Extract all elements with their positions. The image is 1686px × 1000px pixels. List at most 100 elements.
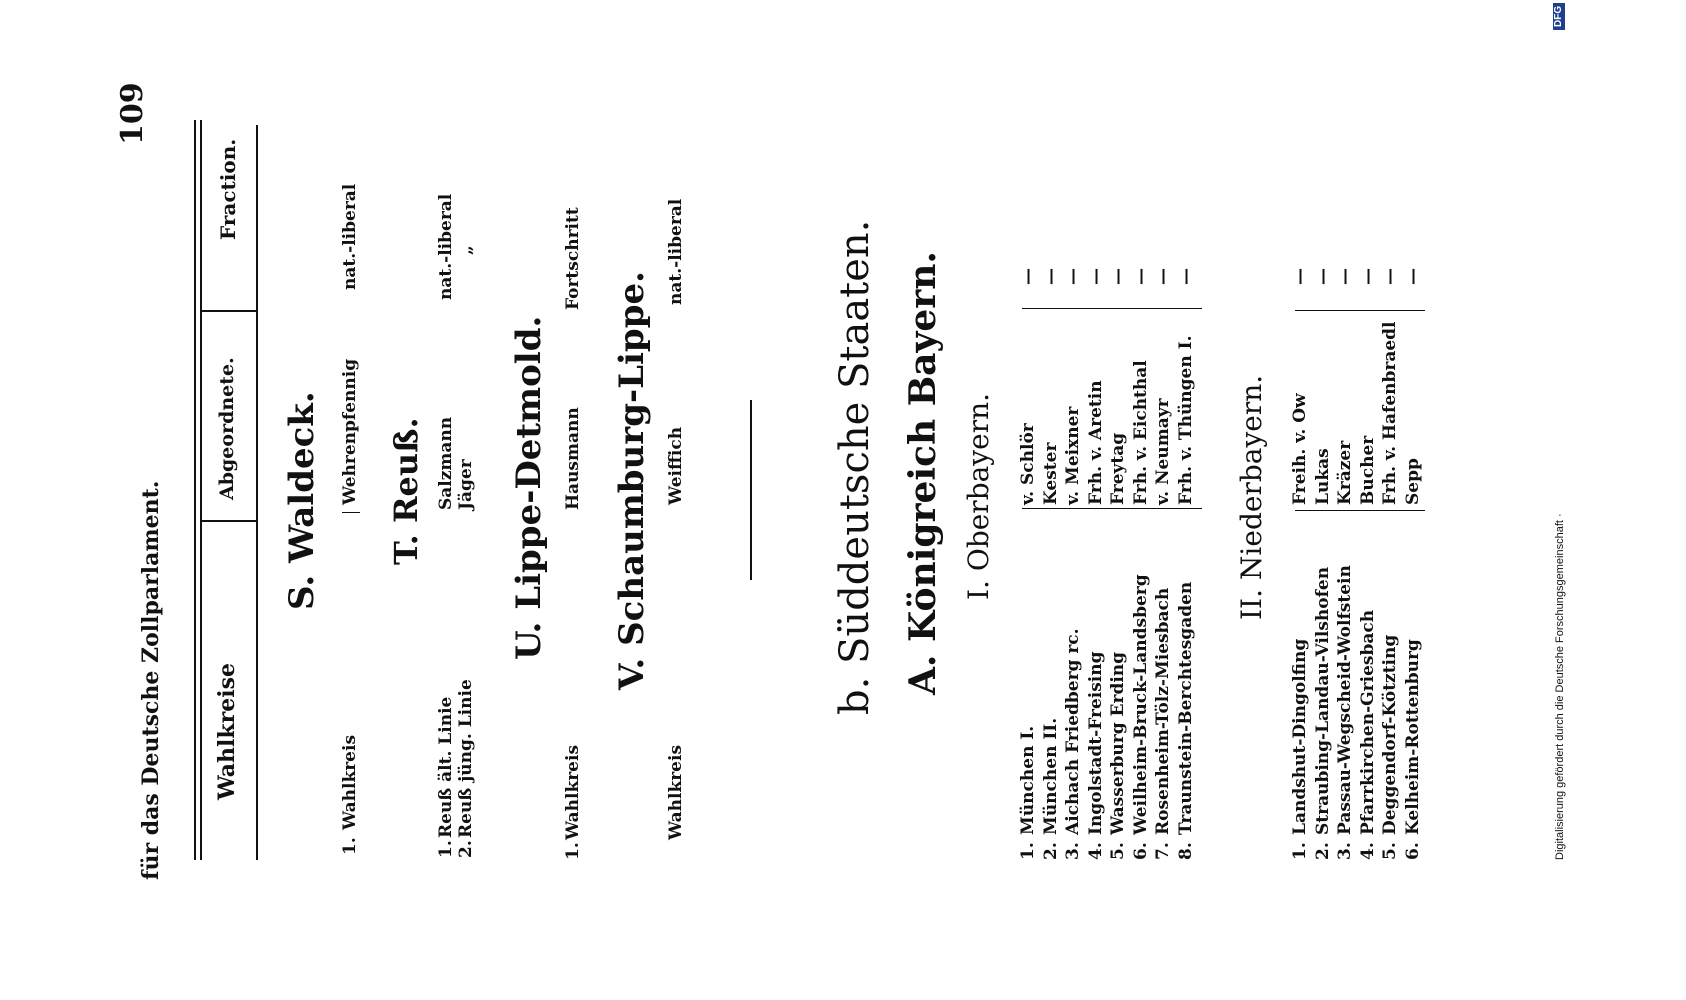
oberbayern-abg-rule — [1022, 508, 1202, 509]
col-header-fraction: Fraction. — [216, 138, 240, 240]
nb-abg-3: Kräzer — [1335, 440, 1355, 505]
nb-abg-4: Bucher — [1357, 435, 1378, 505]
table-rule-left-double-a — [194, 120, 196, 860]
waldeck-abg-divider — [342, 512, 360, 513]
waldeck-row-frac: nat.-liberal — [340, 183, 360, 290]
niederbayern-abg-rule — [1295, 510, 1425, 511]
waldeck-row-kreis: Wahlkreis — [340, 734, 360, 830]
heading-niederbayern: II. Niederbayern. — [1235, 374, 1268, 620]
nb-num-6: 6. — [1402, 842, 1423, 860]
nb-frac-6: — — [1402, 268, 1423, 285]
ob-frac-8: — — [1175, 268, 1196, 285]
col-header-abgeordnete: Abgeordnete. — [216, 357, 238, 500]
nb-kreis-4: Pfarrkirchen-Griesbach — [1357, 609, 1378, 835]
table-rule-left-double-b — [200, 120, 202, 860]
lippe-row-abg: Hausmann — [563, 407, 583, 510]
nb-frac-4: — — [1357, 268, 1378, 285]
ob-abg-1: v. Schlör — [1018, 423, 1038, 505]
ob-abg-8: Frh. v. Thüngen I. — [1175, 335, 1196, 505]
table-col-divider-1 — [200, 520, 256, 522]
section-title-schaumburg: V. Schaumburg-Lippe. — [612, 271, 652, 690]
nb-abg-5: Frh. v. Hafenbraedl — [1380, 321, 1400, 505]
ob-frac-4: — — [1085, 268, 1106, 285]
waldeck-row-num: 1. — [340, 837, 360, 855]
reuss-row2-num: 2. — [456, 840, 476, 858]
ob-num-6: 6. — [1130, 842, 1151, 860]
nb-num-2: 2. — [1312, 842, 1333, 860]
nb-frac-1: — — [1290, 268, 1310, 285]
reuss-row1-num: 1. — [436, 840, 456, 858]
ob-num-3: 3. — [1063, 842, 1083, 860]
ob-frac-2: — — [1040, 268, 1061, 285]
lippe-row-num: 1. — [563, 842, 583, 860]
nb-kreis-1: Landshut-Dingolfing — [1290, 638, 1310, 835]
running-title: für das Deutsche Zollparlament. — [138, 480, 164, 880]
nb-abg-6: Sepp — [1402, 458, 1423, 505]
ob-num-1: 1. — [1018, 842, 1038, 860]
dfg-logo: DFG — [1553, 2, 1565, 30]
schaumburg-row-frac: nat.-liberal — [666, 198, 686, 305]
reuss-row2-abg: Jäger — [456, 459, 476, 510]
niederbayern-frac-rule — [1295, 310, 1425, 311]
ob-abg-4: Frh. v. Aretin — [1085, 380, 1106, 505]
section-divider — [750, 400, 752, 580]
nb-num-1: 1. — [1290, 842, 1310, 860]
ob-num-5: 5. — [1108, 842, 1128, 860]
ob-abg-6: Frh. v. Eichthal — [1130, 360, 1151, 505]
nb-kreis-6: Kelheim-Rottenburg — [1402, 639, 1423, 835]
ob-kreis-8: Traunstein-Berchtesgaden — [1175, 581, 1196, 835]
col-header-wahlkreise: Wahlkreise — [214, 663, 240, 800]
table-rule-header — [256, 125, 258, 860]
ob-num-2: 2. — [1040, 842, 1061, 860]
nb-frac-3: — — [1335, 268, 1355, 285]
nb-num-5: 5. — [1380, 842, 1400, 860]
ob-frac-5: — — [1108, 268, 1128, 285]
schaumburg-row-abg: Weiffich — [666, 426, 686, 505]
waldeck-row-abg: Wehrenpfennig — [340, 358, 360, 505]
nb-kreis-5: Deggendorf-Kötzting — [1380, 634, 1400, 835]
heading-sueddeutsche: b. Süddeutsche Staaten. — [832, 219, 878, 715]
ob-num-8: 8. — [1175, 842, 1196, 860]
reuss-row2-frac: „ — [456, 245, 476, 255]
oberbayern-frac-rule — [1022, 308, 1202, 309]
ob-kreis-6: Weilheim-Bruck-Landsberg — [1130, 574, 1151, 835]
lippe-row-kreis: Wahlkreis — [563, 744, 583, 840]
nb-abg-2: Lukas — [1312, 448, 1333, 505]
ob-kreis-2: München II. — [1040, 717, 1061, 835]
ob-frac-7: — — [1153, 268, 1173, 285]
nb-frac-2: — — [1312, 268, 1333, 285]
lippe-row-frac: Fortschritt — [563, 207, 583, 310]
reuss-row1-abg: Salzmann — [436, 416, 456, 510]
schaumburg-row-kreis: Wahlkreis — [666, 744, 686, 840]
ob-frac-1: — — [1018, 268, 1038, 285]
nb-num-3: 3. — [1335, 842, 1355, 860]
nb-frac-5: — — [1380, 268, 1400, 285]
reuss-row1-kreis: Reuß ält. Linie — [436, 696, 456, 838]
ob-kreis-5: Wasserburg Erding — [1108, 651, 1128, 835]
ob-frac-6: — — [1130, 268, 1151, 285]
ob-abg-7: v. Neumayr — [1153, 398, 1173, 505]
ob-abg-3: v. Meixner — [1063, 406, 1083, 505]
ob-abg-2: Kester — [1040, 442, 1061, 505]
reuss-row1-frac: nat.-liberal — [436, 193, 456, 300]
ob-kreis-4: Ingolstadt-Freising — [1085, 651, 1106, 835]
ob-frac-3: — — [1063, 268, 1083, 285]
nb-kreis-3: Passau-Wegscheid-Wolfstein — [1335, 565, 1355, 835]
nb-abg-1: Freih. v. Ow — [1290, 393, 1310, 505]
page-number: 109 — [115, 82, 150, 145]
ob-num-4: 4. — [1085, 842, 1106, 860]
section-title-waldeck: S. Waldeck. — [282, 391, 322, 610]
ob-abg-5: Freytag — [1108, 432, 1128, 505]
table-col-divider-2 — [200, 310, 256, 312]
digitization-note: Digitalisierung gefördert durch die Deut… — [1554, 513, 1566, 860]
ob-kreis-3: Aichach Friedberg rc. — [1063, 628, 1083, 835]
ob-num-7: 7. — [1153, 842, 1173, 860]
reuss-row2-kreis: Reuß jüng. Linie — [456, 679, 476, 838]
heading-bayern: A. Königreich Bayern. — [902, 251, 944, 695]
nb-num-4: 4. — [1357, 842, 1378, 860]
nb-kreis-2: Straubing-Landau-Vilshofen — [1312, 566, 1333, 835]
section-title-lippe: U. Lippe-Detmold. — [509, 315, 549, 660]
ob-kreis-1: München I. — [1018, 725, 1038, 835]
section-title-reuss: T. Reuß. — [387, 417, 425, 565]
